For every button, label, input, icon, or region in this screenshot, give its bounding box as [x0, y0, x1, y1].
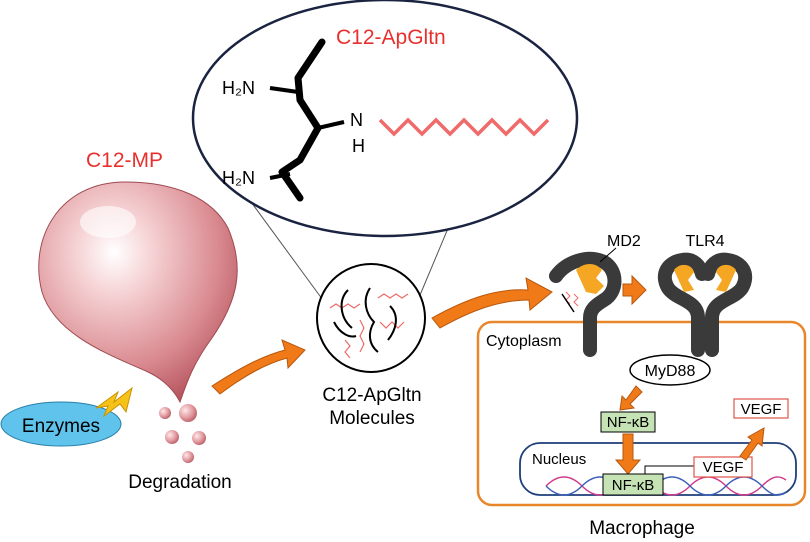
vegf-nucleus-label: VEGF	[703, 459, 744, 476]
myd88-ellipse	[629, 354, 711, 386]
amide-bond	[317, 120, 345, 130]
h2n-bottom-label: H₂N	[222, 168, 255, 188]
enzymes-label: Enzymes	[22, 416, 100, 437]
nfkb-cytoplasm-box	[600, 411, 656, 433]
lightning-bolt-icon	[95, 386, 133, 418]
arrow-molecules-to-receptor	[431, 277, 553, 329]
enzymes-ellipse	[0, 401, 122, 447]
arrow-vegf-export	[739, 427, 765, 461]
nfkb-nucleus-box	[602, 473, 664, 496]
vegf-cytoplasm-label: VEGF	[741, 401, 782, 418]
md2-pointer-line	[599, 247, 617, 263]
microparticle-droplet	[38, 181, 238, 404]
molecules-label-line2: Molecules	[329, 408, 415, 429]
dna-helix-icon	[545, 476, 787, 496]
nucleus-label: Nucleus	[532, 451, 586, 468]
arrow-receptor-dimerize	[622, 274, 647, 306]
tlr4-receptor-icon	[657, 252, 753, 357]
molecule-zoom-ellipse: C12-ApGltn H₂N H₂N N H	[191, 0, 579, 238]
c12-apgltn-title: C12-ApGltn	[336, 26, 446, 49]
arrow-degradation-to-molecules	[211, 339, 306, 395]
vegf-cytoplasm-box	[733, 398, 789, 419]
macrophage-label: Macrophage	[589, 518, 695, 539]
nfkb-to-vegf-connector	[644, 465, 694, 474]
molecules-label-line1: C12-ApGltn	[322, 385, 421, 406]
c12-mp-label: C12-MP	[86, 149, 163, 172]
myd88-label: MyD88	[645, 363, 696, 380]
vegf-nucleus-box	[693, 456, 753, 478]
peptide-backbone	[278, 38, 326, 202]
amine-bond-top	[269, 86, 299, 94]
lipid-chain-zigzag	[378, 117, 550, 137]
h2n-top-label: H₂N	[222, 78, 255, 98]
amide-h-label: H	[352, 136, 365, 156]
degradation-beads	[159, 404, 206, 463]
degradation-label: Degradation	[128, 472, 232, 493]
arrow-myd88-to-nfkb	[619, 385, 643, 411]
nfkb-cytoplasm-label: NF-κB	[607, 414, 650, 431]
cytoplasm-label: Cytoplasm	[486, 333, 562, 350]
md2-receptor-left	[549, 251, 622, 357]
tlr4-label: TLR4	[685, 233, 724, 250]
md2-label: MD2	[607, 233, 641, 250]
amine-bond-bottom	[269, 172, 291, 180]
droplet-highlight	[80, 206, 136, 238]
amide-n-label: N	[350, 110, 363, 130]
arrow-nfkb-into-nucleus	[614, 433, 642, 475]
nfkb-nucleus-label: NF-κB	[612, 477, 655, 494]
molecules-circle	[316, 263, 426, 373]
